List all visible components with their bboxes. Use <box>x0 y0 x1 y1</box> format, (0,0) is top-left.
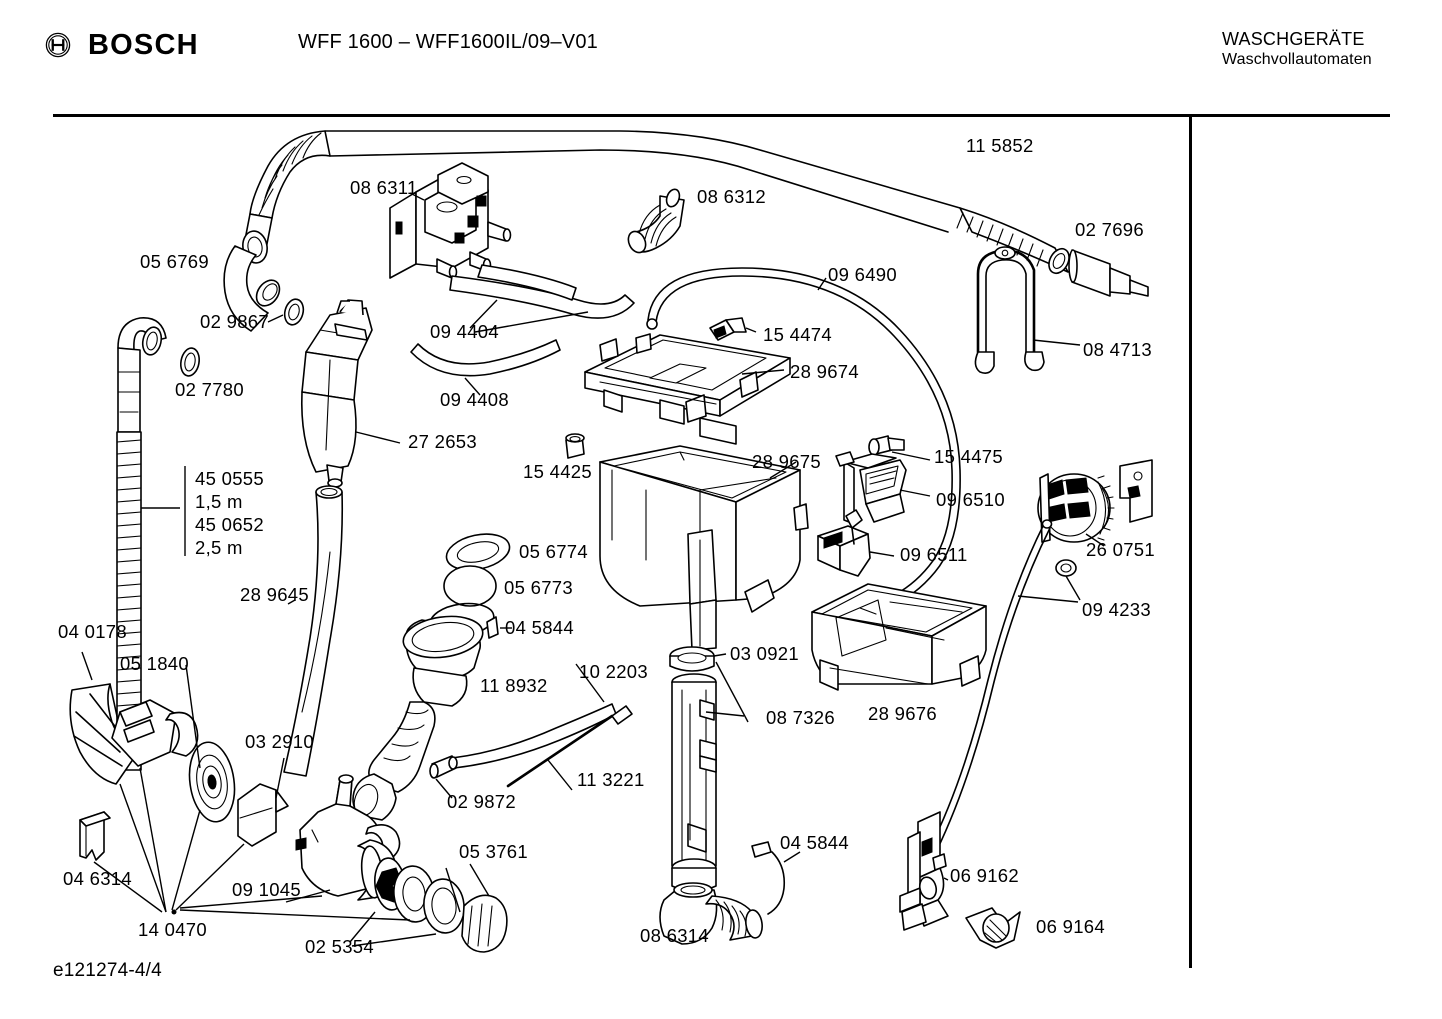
part-label-05-3761: 05 3761 <box>459 841 528 862</box>
part-label-03-2910: 03 2910 <box>245 731 314 752</box>
part-label-15-4425: 15 4425 <box>523 461 592 482</box>
part-graphic-08-7326 <box>669 646 749 892</box>
part-label-02-7780: 02 7780 <box>175 379 244 400</box>
part-label-08-4713: 08 4713 <box>1083 339 1152 360</box>
part-label-05-1840: 05 1840 <box>120 653 189 674</box>
part-label-09-4404: 09 4404 <box>430 321 499 342</box>
part-label-09-6490: 09 6490 <box>828 264 897 285</box>
part-label-14-0470: 14 0470 <box>138 919 207 940</box>
part-label-05-6773: 05 6773 <box>504 577 573 598</box>
part-label-02-9867: 02 9867 <box>200 311 269 332</box>
part-graphic-02-7780 <box>180 347 200 377</box>
part-label-04-5844-upper: 04 5844 <box>505 617 574 638</box>
category-subheading: Waschvollautomaten <box>1222 51 1372 68</box>
part-graphic-15-4425 <box>565 433 585 459</box>
part-label-27-2653: 27 2653 <box>408 431 477 452</box>
part-graphic-27-2653 <box>300 299 401 488</box>
part-graphic-09-6510 <box>835 451 931 525</box>
part-label-45-0652: 45 0652 <box>195 514 264 535</box>
part-label-08-6312: 08 6312 <box>697 186 766 207</box>
part-graphic-14-0470-node <box>171 909 177 915</box>
part-label-08-6311: 08 6311 <box>350 177 418 198</box>
part-graphic-15-4475 <box>868 435 931 461</box>
header-divider-rule <box>53 114 1390 117</box>
part-graphic-08-4713 <box>974 246 1081 374</box>
part-label-03-0921: 03 0921 <box>730 643 799 664</box>
category-heading: WASCHGERÄTE <box>1222 29 1365 49</box>
part-label-11-5852: 11 5852 <box>966 135 1034 156</box>
part-label-02-9872: 02 9872 <box>447 791 516 812</box>
part-graphic-seal-rings <box>429 533 512 639</box>
model-title: WFF 1600 – WFF1600IL/09–V01 <box>298 31 598 53</box>
part-label-15-4474: 15 4474 <box>763 324 832 345</box>
part-graphic-08-6312 <box>627 188 685 254</box>
brand-wordmark: BOSCH <box>88 29 199 61</box>
part-label-45-0555: 45 0555 <box>195 468 264 489</box>
part-graphic-06-9162 <box>899 811 949 931</box>
part-graphic-09-4233 <box>1017 559 1081 603</box>
part-label-11-3221: 11 3221 <box>577 769 645 790</box>
part-label-08-7326: 08 7326 <box>766 707 835 728</box>
part-label-09-1045: 09 1045 <box>232 879 301 900</box>
part-label-45-0555-length: 1,5 m <box>195 491 243 512</box>
document-code: e121274‑4/4 <box>53 960 162 981</box>
part-graphic-09-6511 <box>817 509 895 577</box>
part-graphic-top-left-corrugated-hose <box>242 130 331 264</box>
part-label-05-6774: 05 6774 <box>519 541 588 562</box>
vertical-divider-rule <box>1189 117 1192 968</box>
part-label-09-6511: 09 6511 <box>900 544 968 565</box>
part-label-08-6314: 08 6314 <box>640 925 709 946</box>
bosch-anchor-logo-icon <box>45 32 71 58</box>
part-label-04-0178: 04 0178 <box>58 621 127 642</box>
part-graphic-26-0751 <box>1037 459 1153 547</box>
part-label-09-4233: 09 4233 <box>1082 599 1151 620</box>
part-label-02-7696: 02 7696 <box>1075 219 1144 240</box>
part-graphic-pump-rotor <box>171 664 236 911</box>
part-label-06-9162: 06 9162 <box>950 865 1019 886</box>
part-label-45-0652-length: 2,5 m <box>195 537 243 558</box>
part-graphic-02-7696 <box>1068 249 1149 297</box>
part-label-02-5354: 02 5354 <box>305 936 374 957</box>
part-graphic-28-9675 <box>599 445 809 651</box>
part-label-28-9676: 28 9676 <box>868 703 937 724</box>
part-graphic-09-4408 <box>410 339 561 396</box>
part-graphic-28-9676 <box>811 583 987 691</box>
part-label-26-0751: 26 0751 <box>1086 539 1155 560</box>
part-label-06-9164: 06 9164 <box>1036 916 1105 937</box>
part-label-10-2203: 10 2203 <box>579 661 648 682</box>
part-label-11-8932: 11 8932 <box>480 675 548 696</box>
part-label-04-6314: 04 6314 <box>63 868 132 889</box>
part-label-05-6769: 05 6769 <box>140 251 209 272</box>
part-label-28-9674: 28 9674 <box>790 361 859 382</box>
part-graphic-28-9674 <box>584 333 791 445</box>
part-label-09-6510: 09 6510 <box>936 489 1005 510</box>
part-label-28-9645: 28 9645 <box>240 584 309 605</box>
part-graphic-06-9164 <box>965 907 1021 949</box>
part-label-15-4475: 15 4475 <box>934 446 1003 467</box>
part-graphic-15-4474 <box>709 317 757 341</box>
part-label-28-9675: 28 9675 <box>752 451 821 472</box>
part-label-04-5844-lower: 04 5844 <box>780 832 849 853</box>
part-graphic-long-thin-hose <box>926 519 1053 856</box>
part-graphic-04-6314 <box>79 811 163 913</box>
part-graphic-11-8932 <box>352 615 484 821</box>
part-label-09-4408: 09 4408 <box>440 389 509 410</box>
